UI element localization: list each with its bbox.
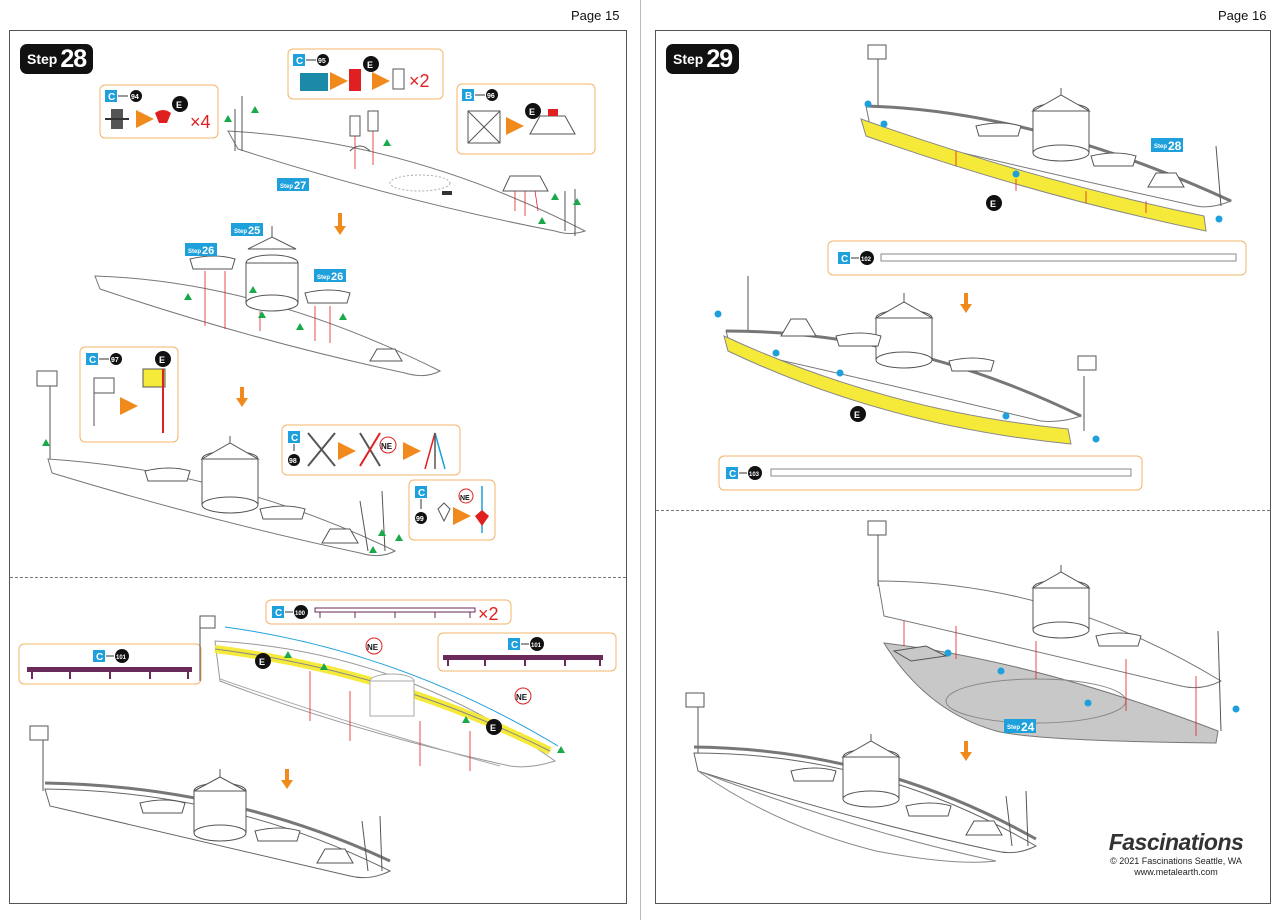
callout-part-94: C 94 E ×4	[99, 84, 219, 139]
callout-96-letter: B	[465, 91, 472, 102]
step-number: 28	[60, 44, 87, 73]
callout-part-101-left: C 101	[18, 643, 202, 685]
callout-99-tool: NE	[460, 495, 470, 502]
callout-103-number: 103	[749, 472, 760, 478]
callout-100-multiplier: ×2	[478, 604, 499, 624]
callout-95-letter: C	[296, 56, 303, 67]
step-number: 29	[706, 44, 733, 73]
callout-98-letter: C	[291, 433, 298, 444]
step-29-illustration: Step 28 E C 102	[685, 44, 1247, 863]
callout-95-number: 95	[318, 58, 326, 65]
ship-deck-stage-1	[224, 96, 587, 236]
callout-102-letter: C	[841, 254, 848, 265]
page-16: Step 29	[655, 30, 1271, 904]
callout-100-number: 100	[295, 611, 306, 617]
callout-94-number: 94	[131, 94, 139, 101]
svg-text:Step: Step	[280, 184, 293, 190]
step-badge-28: Step 28	[20, 44, 94, 74]
callout-part-98: C 98 NE	[281, 424, 461, 476]
step-ref-27-number: 27	[294, 180, 306, 192]
page-number-right: Page 16	[1218, 8, 1267, 23]
callout-part-102: C 102	[827, 240, 1247, 276]
callout-99-number: 99	[416, 516, 424, 523]
callout-95-multiplier: ×2	[409, 71, 430, 91]
callout-94-tool: E	[176, 100, 182, 110]
brand-url: www.metalearth.com	[1134, 867, 1218, 877]
callout-101b-number: 101	[531, 643, 542, 649]
page-number-left: Page 15	[571, 8, 620, 23]
step-word: Step	[27, 51, 58, 67]
brand-logo: Fascinations	[1108, 829, 1244, 855]
step-ref-28-number: 28	[1168, 139, 1182, 153]
callout-100-letter: C	[275, 608, 282, 619]
page-gutter	[640, 0, 641, 920]
step-ref-27: Step 27	[277, 178, 309, 192]
ship-stage-5-complete	[29, 725, 392, 879]
step-ref-24-number: 24	[1021, 720, 1035, 734]
ship-stage-2	[94, 226, 442, 377]
svg-text:Step: Step	[188, 249, 201, 255]
tool-e-mark-1: E	[255, 653, 271, 669]
callout-96-tool: E	[529, 107, 535, 117]
ship-side-panel-stage-2	[714, 276, 1100, 445]
tool-e-mark-2: E	[486, 719, 502, 735]
step-ref-26-b-number: 26	[331, 271, 343, 283]
callout-101a-letter: C	[96, 652, 103, 663]
tool-e-mark-right-1-text: E	[990, 199, 996, 209]
step-ref-26-a-number: 26	[202, 245, 214, 257]
callout-99-letter: C	[418, 488, 425, 499]
section-divider	[656, 510, 1270, 511]
callout-part-97: C 97 E	[79, 346, 179, 443]
svg-text:Step: Step	[1154, 144, 1167, 150]
brand-block: Fascinations © 2021 Fascinations Seattle…	[1096, 829, 1256, 878]
callout-94-letter: C	[108, 92, 115, 103]
callout-101b-letter: C	[511, 640, 518, 651]
step-ref-26-a: Step 26	[185, 243, 217, 257]
tool-ne-mark-2-text: NE	[516, 693, 528, 702]
ship-final-complete	[685, 692, 1038, 863]
svg-text:Step: Step	[1007, 725, 1020, 731]
callout-98-number: 98	[289, 458, 297, 465]
step-word: Step	[673, 51, 704, 67]
callout-97-letter: C	[89, 355, 96, 366]
ship-stage-3	[36, 370, 403, 557]
step-ref-25: Step 25	[231, 223, 263, 237]
svg-text:Step: Step	[317, 275, 330, 281]
callout-97-number: 97	[111, 357, 119, 364]
page-15: Step 28	[9, 30, 627, 904]
callout-part-100: C 100 ×2	[265, 599, 512, 625]
callout-101a-number: 101	[116, 655, 127, 661]
brand-copyright: © 2021 Fascinations Seattle, WA	[1110, 856, 1242, 866]
tool-e-mark-right-2: E	[850, 406, 866, 422]
callout-part-99: C 99 NE	[408, 479, 496, 541]
ship-hull-bottom-stage	[867, 520, 1240, 744]
step-28-illustration: Step 27 C 94 E ×4 C 95	[18, 48, 617, 879]
callout-part-103: C 103	[718, 455, 1143, 491]
tool-e-mark-right-2-text: E	[854, 410, 860, 420]
callout-97-tool: E	[159, 355, 165, 365]
ship-side-panel-stage-1	[860, 44, 1233, 232]
callout-95-tool: E	[367, 60, 373, 70]
step-ref-26-b: Step 26	[314, 269, 346, 283]
svg-text:Step: Step	[234, 229, 247, 235]
tool-e-mark-1-text: E	[259, 657, 265, 667]
callout-102-number: 102	[861, 257, 872, 263]
section-divider	[10, 577, 626, 578]
step-badge-29: Step 29	[666, 44, 740, 74]
tool-ne-mark-1-text: NE	[367, 643, 379, 652]
callout-part-96: B 96 E	[456, 83, 596, 155]
tool-ne-mark-1: NE	[365, 637, 383, 655]
callout-98-tool: NE	[381, 442, 393, 451]
tool-e-mark-2-text: E	[490, 723, 496, 733]
callout-96-number: 96	[487, 93, 495, 100]
step-ref-24: Step 24	[1004, 719, 1036, 734]
tool-e-mark-right-1: E	[986, 195, 1002, 211]
callout-103-letter: C	[729, 469, 736, 480]
step-ref-25-number: 25	[248, 225, 260, 237]
callout-part-101-right: C 101	[437, 632, 617, 672]
step-ref-28: Step 28	[1151, 138, 1183, 153]
callout-94-multiplier: ×4	[190, 112, 211, 132]
callout-part-95: C 95 E ×2	[287, 48, 444, 100]
tool-ne-mark-2: NE	[514, 687, 532, 705]
